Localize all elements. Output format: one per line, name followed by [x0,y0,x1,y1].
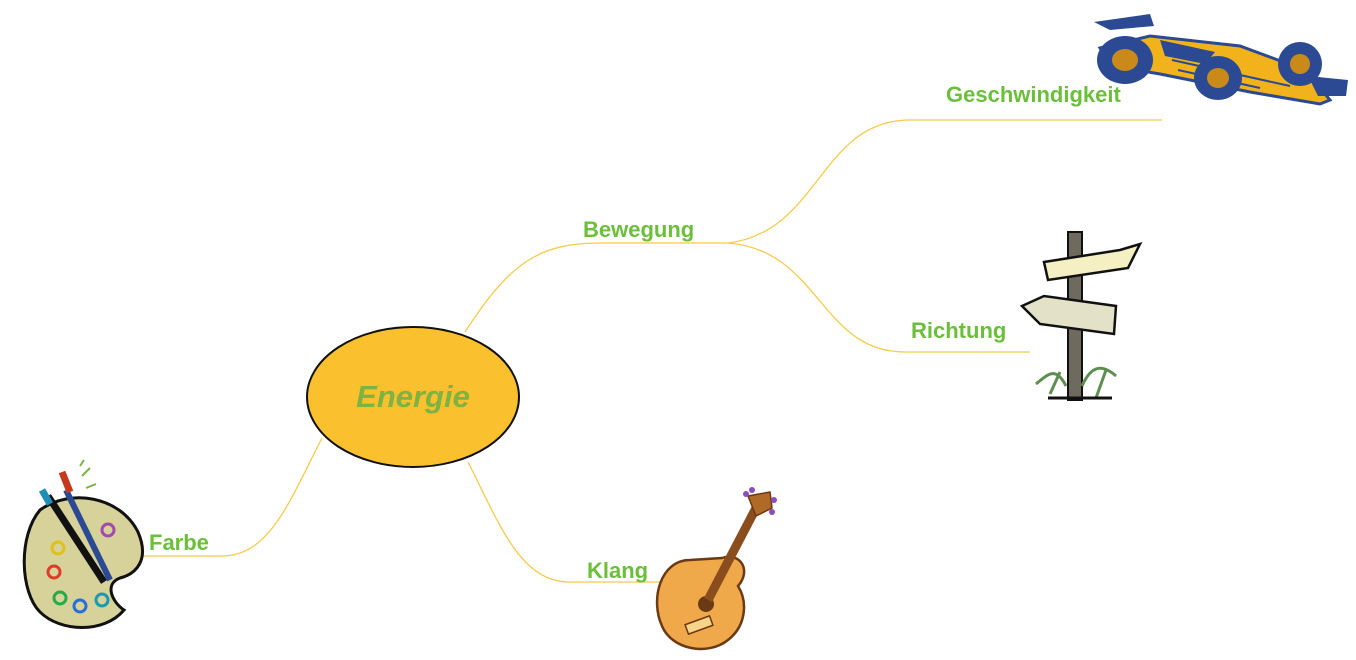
center-node[interactable] [306,326,520,468]
branch-label-geschwindigkeit[interactable]: Geschwindigkeit [946,82,1121,107]
connector-richtung [727,242,1030,353]
race-car-icon [1094,14,1348,106]
branch-label-farbe[interactable]: Farbe [149,530,209,555]
connector-klang [467,461,668,583]
branch-label-bewegung[interactable]: Bewegung [583,217,695,242]
branch-label-richtung[interactable]: Richtung [911,318,1007,343]
connectors [142,119,1162,583]
branch-label-klang[interactable]: Klang [587,558,649,583]
signpost-icon [1019,231,1143,401]
center-node-label: Energie [356,379,470,414]
guitar-icon [655,487,777,651]
connector-farbe [142,437,323,557]
connector-bewegung [464,242,728,333]
connector-geschwindigkeit [727,119,1162,244]
paint-palette-icon [22,459,144,629]
